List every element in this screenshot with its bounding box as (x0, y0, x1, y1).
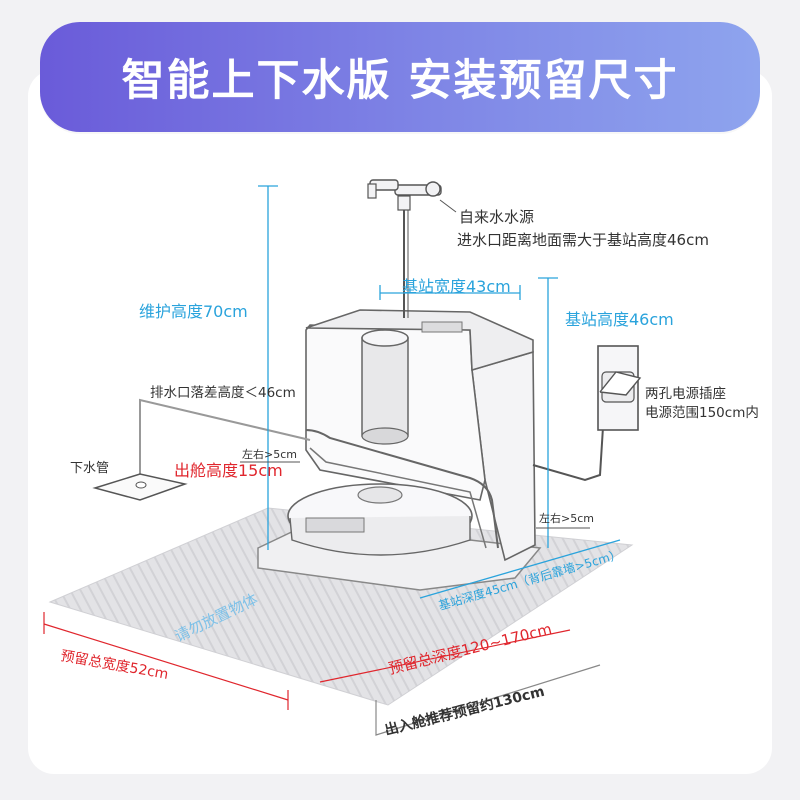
power-range-label: 电源范围150cm内 (645, 405, 759, 421)
exit-height-label: 出舱高度15cm (174, 461, 283, 480)
station-height-label: 基站高度46cm (565, 310, 674, 329)
water-source-label: 自来水水源 (459, 208, 534, 226)
page-title: 智能上下水版 安装预留尺寸 (121, 56, 679, 106)
total-width-label: 预留总宽度52cm (59, 647, 169, 683)
lid-slot (421, 321, 463, 333)
water-inlet-note: 进水口距离地面需大于基站高度46cm (457, 231, 709, 249)
title-banner: 智能上下水版 安装预留尺寸 (40, 22, 760, 132)
faucet-icon (367, 179, 442, 211)
side-left-gap-label: 左右>5cm (242, 447, 297, 461)
station-top-lid (305, 309, 534, 372)
maintenance-height-label: 维护高度70cm (139, 302, 248, 321)
socket-label: 两孔电源插座 (645, 386, 726, 402)
dust-column (361, 337, 409, 437)
station-width-label: 基站宽度43cm (402, 277, 511, 296)
side-right-gap-label: 左右>5cm (539, 511, 594, 525)
drain-pipe-label: 下水管 (70, 461, 109, 476)
drain-drop-label: 排水口落差高度＜46cm (150, 384, 296, 401)
